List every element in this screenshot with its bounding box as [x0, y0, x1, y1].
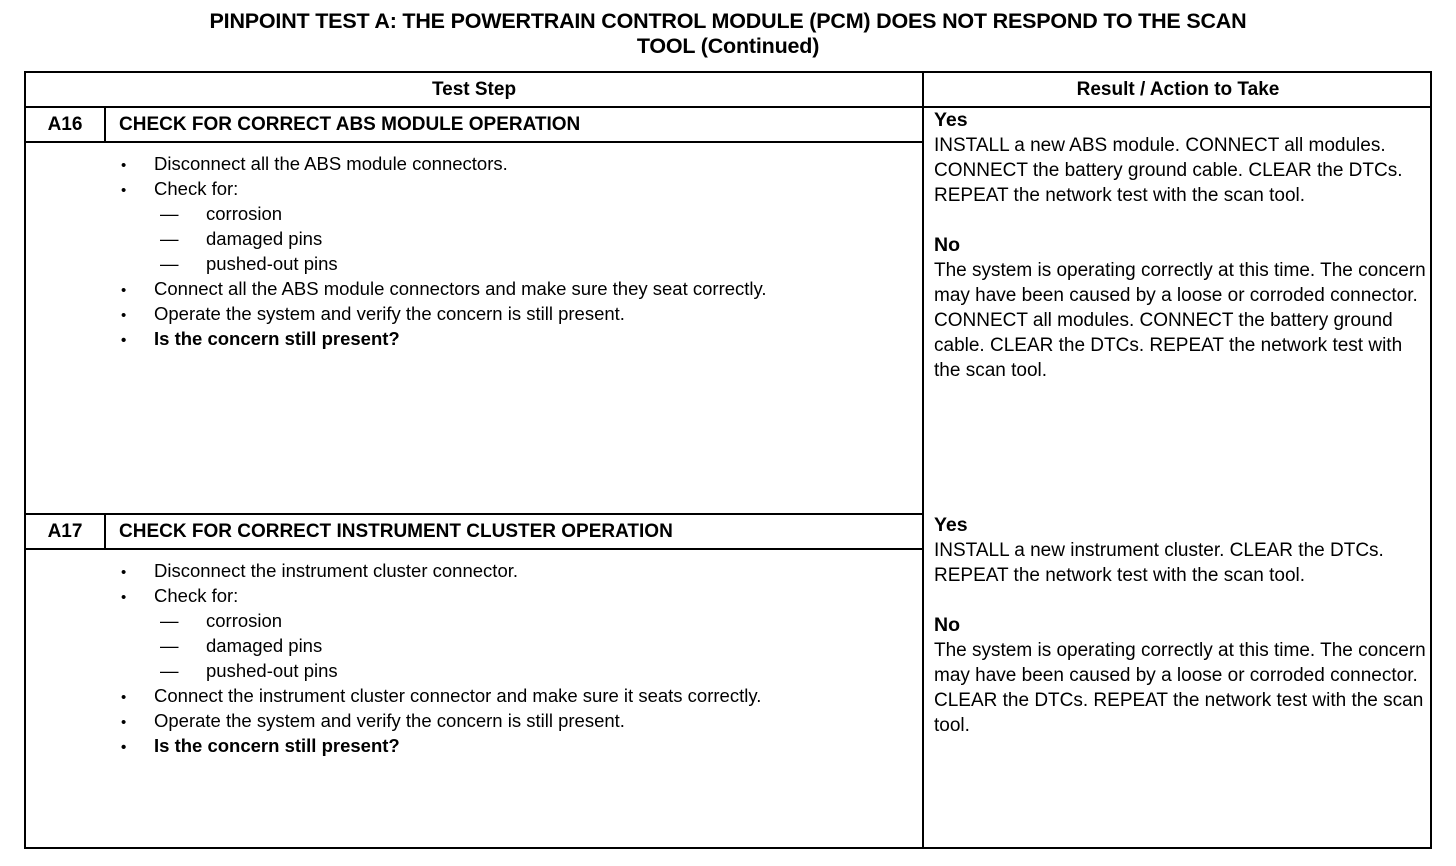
page-title-line-2: TOOL (Continued) — [636, 34, 820, 58]
list-item-question: Is the concern still present? — [26, 733, 922, 758]
sub-list-item-text: pushed-out pins — [206, 660, 338, 681]
bullet-icon — [121, 301, 147, 328]
list-item: Operate the system and verify the concer… — [26, 301, 922, 326]
list-item-text: Is the concern still present? — [154, 735, 400, 756]
list-item: Operate the system and verify the concer… — [26, 708, 922, 733]
bullet-icon — [121, 276, 147, 303]
table-header-row: Test Step Result / Action to Take — [26, 73, 1430, 108]
list-item-text: Operate the system and verify the concer… — [154, 710, 625, 731]
list-item: Disconnect all the ABS module connectors… — [26, 151, 922, 176]
bullet-icon — [121, 176, 147, 203]
sub-list-item-text: pushed-out pins — [206, 253, 338, 274]
answer-label-no: No — [934, 614, 960, 636]
sub-list-item: damaged pins — [26, 633, 922, 658]
list-item-text: Operate the system and verify the concer… — [154, 303, 625, 324]
answer-text-no: The system is operating correctly at thi… — [934, 260, 1426, 381]
step-title-a17: CHECK FOR CORRECT INSTRUMENT CLUSTER OPE… — [119, 521, 673, 542]
step-id-a17: A17 — [26, 515, 106, 548]
column-header-test-step: Test Step — [431, 79, 517, 100]
bullet-icon — [121, 583, 147, 610]
answer-yes-a17: Yes INSTALL a new instrument cluster. CL… — [934, 513, 1426, 588]
list-item: Connect all the ABS module connectors an… — [26, 276, 922, 301]
bullet-icon — [121, 326, 147, 353]
sub-list-item: corrosion — [26, 201, 922, 226]
list-item-text: Check for: — [154, 178, 239, 199]
list-item-text: Connect the instrument cluster connector… — [154, 685, 762, 706]
dash-icon — [160, 226, 179, 251]
list-item: Check for: — [26, 176, 922, 201]
answer-no-a16: No The system is operating correctly at … — [934, 233, 1426, 383]
dash-icon — [160, 608, 179, 633]
step-title-a16: CHECK FOR CORRECT ABS MODULE OPERATION — [119, 114, 581, 135]
answer-text-yes: INSTALL a new instrument cluster. CLEAR … — [934, 540, 1384, 586]
list-item: Check for: — [26, 583, 922, 608]
sub-list-item-text: corrosion — [206, 203, 283, 224]
page-title: PINPOINT TEST A: THE POWERTRAIN CONTROL … — [26, 9, 1430, 59]
list-item-question: Is the concern still present? — [26, 326, 922, 351]
answer-spacer — [934, 588, 1426, 613]
sub-list-item: damaged pins — [26, 226, 922, 251]
column-header-result-action: Result / Action to Take — [1076, 79, 1280, 100]
column-divider — [922, 73, 924, 847]
step-header-a16: A16 CHECK FOR CORRECT ABS MODULE OPERATI… — [26, 108, 922, 143]
step-block-a16: A16 CHECK FOR CORRECT ABS MODULE OPERATI… — [26, 108, 922, 511]
list-item: Disconnect the instrument cluster connec… — [26, 558, 922, 583]
list-item: Connect the instrument cluster connector… — [26, 683, 922, 708]
bullet-icon — [121, 708, 147, 735]
list-item-text: Check for: — [154, 585, 239, 606]
list-item-text: Is the concern still present? — [154, 328, 400, 349]
step-block-a17: A17 CHECK FOR CORRECT INSTRUMENT CLUSTER… — [26, 513, 922, 849]
sub-list-item: pushed-out pins — [26, 658, 922, 683]
sub-list-item-text: damaged pins — [206, 228, 323, 249]
pinpoint-test-table: Test Step Result / Action to Take A16 CH… — [24, 71, 1432, 849]
step-body-a17: Disconnect the instrument cluster connec… — [26, 550, 922, 758]
page-title-line-1: PINPOINT TEST A: THE POWERTRAIN CONTROL … — [209, 9, 1247, 33]
step-body-a16: Disconnect all the ABS module connectors… — [26, 143, 922, 351]
answer-text-yes: INSTALL a new ABS module. CONNECT all mo… — [934, 135, 1403, 206]
step-header-a17: A17 CHECK FOR CORRECT INSTRUMENT CLUSTER… — [26, 515, 922, 550]
sub-list-item: pushed-out pins — [26, 251, 922, 276]
dash-icon — [160, 658, 179, 683]
bullet-icon — [121, 683, 147, 710]
list-item-text: Disconnect the instrument cluster connec… — [154, 560, 519, 581]
step-id-a16: A16 — [26, 108, 106, 141]
list-item-text: Disconnect all the ABS module connectors… — [154, 153, 508, 174]
list-item-text: Connect all the ABS module connectors an… — [154, 278, 767, 299]
answer-text-no: The system is operating correctly at thi… — [934, 640, 1426, 736]
dash-icon — [160, 201, 179, 226]
bullet-icon — [121, 558, 147, 585]
sub-list-item: corrosion — [26, 608, 922, 633]
answer-label-yes: Yes — [934, 514, 968, 536]
answer-label-yes: Yes — [934, 109, 968, 131]
answer-no-a17: No The system is operating correctly at … — [934, 613, 1426, 738]
result-block-a17: Yes INSTALL a new instrument cluster. CL… — [924, 513, 1432, 849]
bullet-icon — [121, 733, 147, 760]
answer-spacer — [934, 208, 1426, 233]
bullet-icon — [121, 151, 147, 178]
result-block-a16: Yes INSTALL a new ABS module. CONNECT al… — [924, 108, 1432, 511]
answer-yes-a16: Yes INSTALL a new ABS module. CONNECT al… — [934, 108, 1426, 208]
sub-list-item-text: damaged pins — [206, 635, 323, 656]
sub-list-item-text: corrosion — [206, 610, 283, 631]
answer-label-no: No — [934, 234, 960, 256]
dash-icon — [160, 633, 179, 658]
dash-icon — [160, 251, 179, 276]
